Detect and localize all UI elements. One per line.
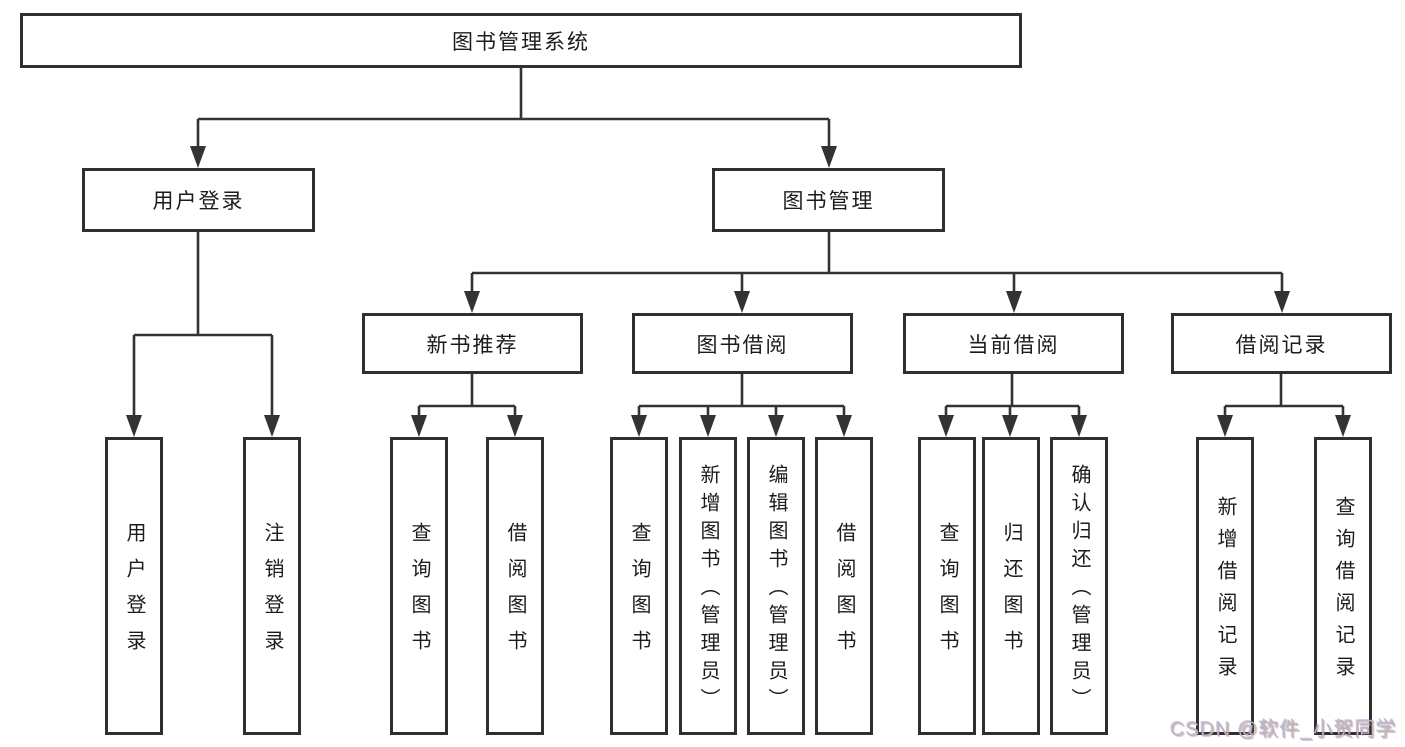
node-book-management: 图书管理 [712, 168, 945, 232]
node-book-borrowing: 图书借阅 [632, 313, 853, 374]
node-user-login: 用户登录 [82, 168, 315, 232]
node-new-book-recommend: 新书推荐 [362, 313, 583, 374]
node-root: 图书管理系统 [20, 13, 1022, 68]
leaf-label: 确认归还（管理员） [1068, 464, 1090, 716]
leaf-query-books-recommend: 查询图书 [390, 437, 448, 735]
leaf-label: 用户登录 [123, 522, 145, 666]
leaf-borrow-books-recommend: 借阅图书 [486, 437, 544, 735]
leaf-label: 查询图书 [628, 522, 650, 666]
leaf-add-borrow-record: 新增借阅记录 [1196, 437, 1254, 735]
leaf-label: 注销登录 [261, 522, 283, 666]
leaf-edit-books-admin: 编辑图书（管理员） [747, 437, 805, 735]
leaf-borrow-books: 借阅图书 [815, 437, 873, 735]
leaf-label: 借阅图书 [833, 522, 855, 666]
arrowheads [126, 146, 1351, 437]
leaf-label: 查询图书 [408, 522, 430, 666]
leaf-label: 编辑图书（管理员） [765, 464, 787, 716]
leaf-return-books: 归还图书 [982, 437, 1040, 735]
node-current-borrowing: 当前借阅 [903, 313, 1124, 374]
leaf-add-books-admin: 新增图书（管理员） [679, 437, 737, 735]
leaf-user-login: 用户登录 [105, 437, 163, 735]
leaf-label: 新增图书（管理员） [697, 464, 719, 716]
node-borrowing-records: 借阅记录 [1171, 313, 1392, 374]
leaf-label: 查询借阅记录 [1332, 496, 1354, 688]
connector-lines [132, 68, 1345, 421]
leaf-label: 借阅图书 [504, 522, 526, 666]
csdn-watermark: CSDN @软件_小贺同学 [1170, 719, 1397, 741]
leaf-label: 归还图书 [1000, 522, 1022, 666]
leaf-query-borrow-record: 查询借阅记录 [1314, 437, 1372, 735]
leaf-label: 查询图书 [936, 522, 958, 666]
leaf-query-books-current: 查询图书 [918, 437, 976, 735]
leaf-label: 新增借阅记录 [1214, 496, 1236, 688]
leaf-query-books-borrowing: 查询图书 [610, 437, 668, 735]
leaf-confirm-return-admin: 确认归还（管理员） [1050, 437, 1108, 735]
leaf-logout: 注销登录 [243, 437, 301, 735]
